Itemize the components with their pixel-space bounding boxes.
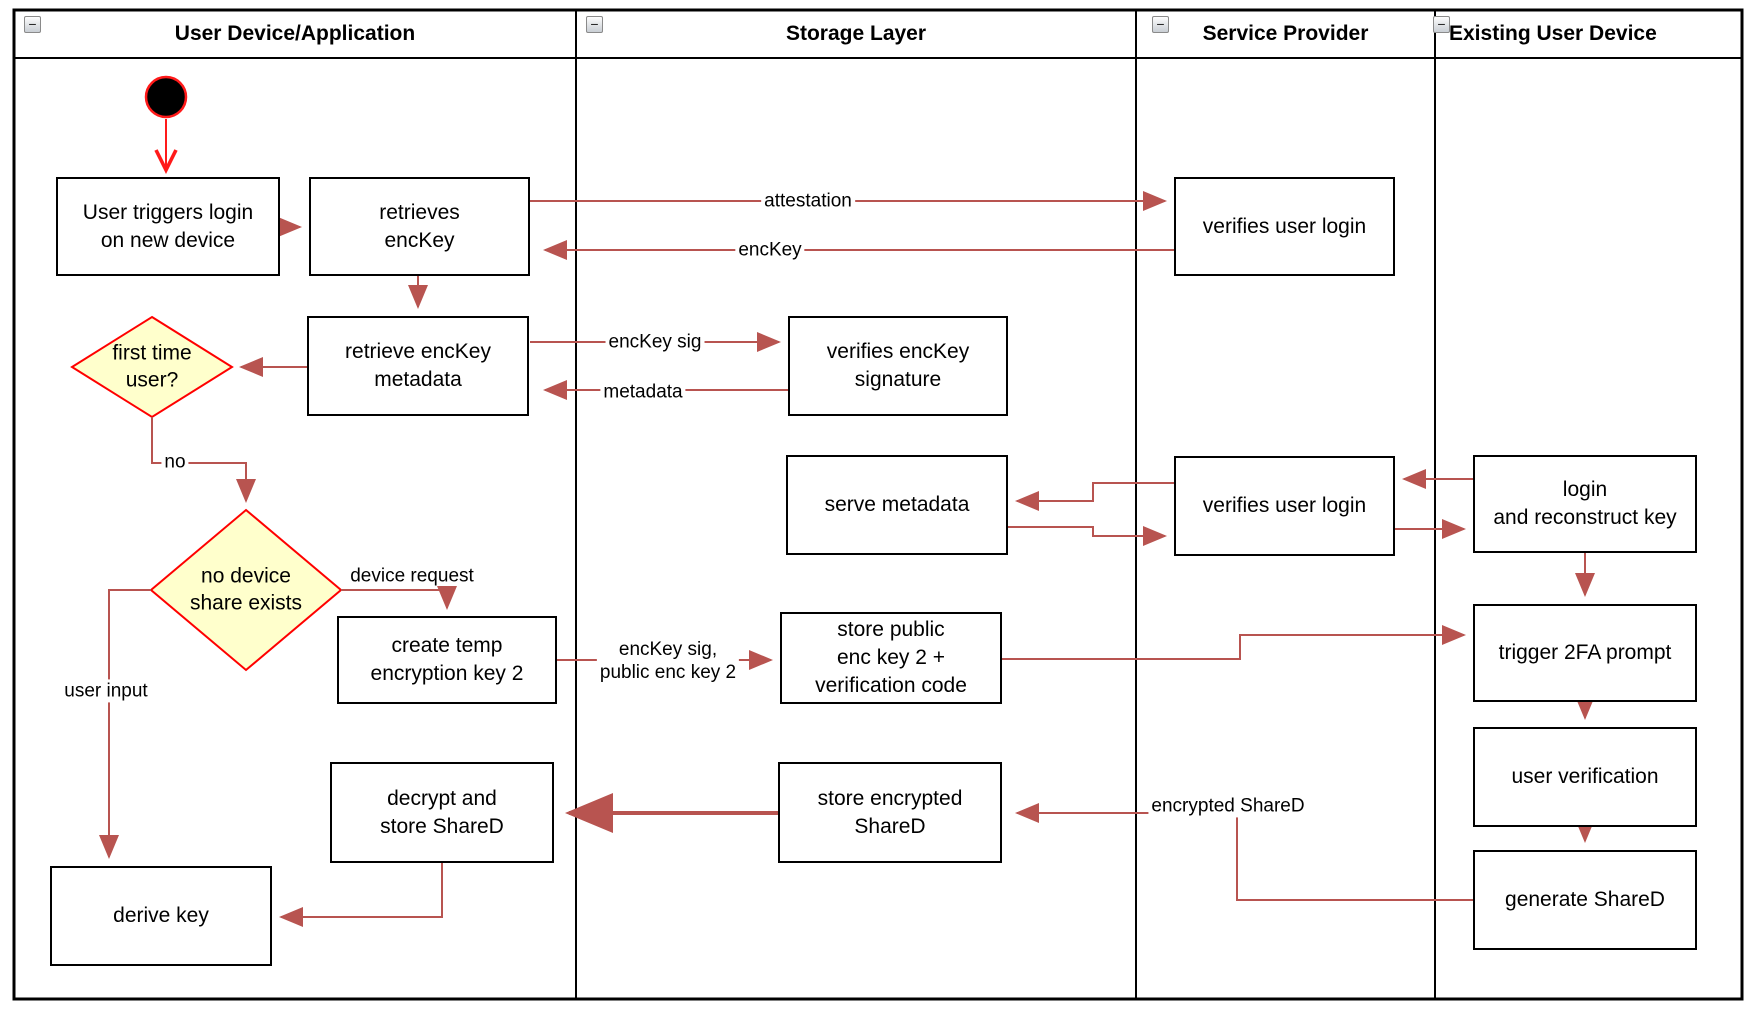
edge-store-public-to-2fa [1002, 625, 1466, 660]
node-create-temp-encryption-key: create temp encryption key 2 [337, 616, 557, 704]
collapse-icon[interactable]: − [1433, 16, 1450, 33]
edge-label-device-request: device request [350, 565, 474, 587]
edge-label-metadata: metadata [600, 380, 686, 404]
edge-label-enckey-sig-public: encKey sig, public enc key 2 [596, 637, 740, 685]
lane-header-service-provider: Service Provider [1202, 22, 1369, 45]
edge-decrypt-to-derive [279, 863, 443, 927]
edge-label-no: no [161, 450, 189, 474]
node-login-and-reconstruct-key: login and reconstruct key [1473, 455, 1697, 553]
node-store-encrypted-shared: store encrypted ShareD [778, 762, 1002, 863]
edge-label-enckey-sig: encKey sig [605, 330, 705, 354]
edge-label-user-input: user input [61, 679, 151, 703]
pool-frame [12, 8, 1744, 1001]
lane-header-storage-layer: Storage Layer [785, 22, 927, 45]
node-verifies-enckey-signature: verifies encKey signature [788, 316, 1008, 416]
collapse-icon[interactable]: − [24, 16, 41, 33]
node-verifies-user-login-top: verifies user login [1174, 177, 1395, 276]
node-verifies-user-login-mid: verifies user login [1174, 456, 1395, 556]
node-generate-shared: generate ShareD [1473, 850, 1697, 950]
node-user-verification: user verification [1473, 727, 1697, 827]
edge-verifies-to-serve-metadata [1015, 482, 1174, 511]
edge-encrypted-shared [1015, 803, 1473, 901]
node-serve-metadata: serve metadata [786, 455, 1008, 555]
initial-node [144, 75, 188, 119]
lane-header-existing-user-device: Existing User Device [1449, 22, 1657, 45]
node-trigger-2fa-prompt: trigger 2FA prompt [1473, 604, 1697, 702]
node-retrieve-enckey-metadata: retrieve encKey metadata [307, 316, 529, 416]
edge-no-branch [151, 417, 256, 503]
decision-label-first-time-user: first time user? [112, 341, 192, 392]
collapse-icon[interactable]: − [586, 16, 603, 33]
edge-user-input [99, 589, 151, 859]
node-decrypt-and-store-shared: decrypt and store ShareD [330, 762, 554, 863]
edge-label-enckey: encKey [735, 238, 805, 262]
node-retrieves-enckey: retrieves encKey [309, 177, 530, 276]
decision-label-no-device-share: no device share exists [189, 564, 303, 615]
edge-label-attestation: attestation [761, 189, 855, 213]
edge-device-request [341, 586, 457, 610]
edge-label-encrypted-shared: encrypted ShareD [1148, 794, 1308, 818]
collapse-icon[interactable]: − [1152, 16, 1169, 33]
lane-header-user-device: User Device/Application [174, 22, 416, 45]
decision-no-device-share [149, 508, 343, 672]
edge-serve-metadata-to-verifies [1008, 526, 1167, 546]
node-user-triggers-login: User triggers login on new device [56, 177, 280, 276]
node-store-public-enc-key: store public enc key 2 + verification co… [780, 612, 1002, 704]
node-derive-key: derive key [50, 866, 272, 966]
